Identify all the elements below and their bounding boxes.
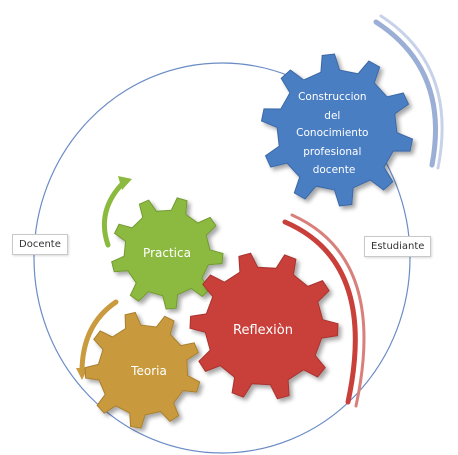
role-estudiante: Estudiante	[364, 236, 432, 257]
gear-reflexion-label: Reflexiòn	[233, 323, 293, 338]
gear-practica-label: Practica	[143, 246, 191, 260]
red-curved-arrow	[282, 219, 358, 405]
gear-practica	[111, 197, 224, 310]
gear-construccion-label: Construccion del Conocimiento profesiona…	[296, 91, 372, 176]
blue-curved-arrow	[373, 19, 438, 168]
cycle-ring	[33, 62, 411, 454]
green-curved-arrow	[101, 179, 127, 248]
gear-teoria	[84, 311, 201, 429]
gear-teoria-label: Teoria	[130, 364, 167, 378]
gear-reflexion	[189, 252, 339, 400]
gear-construccion	[260, 53, 414, 207]
role-docente: Docente	[12, 234, 68, 255]
gold-curved-arrow	[79, 299, 119, 375]
